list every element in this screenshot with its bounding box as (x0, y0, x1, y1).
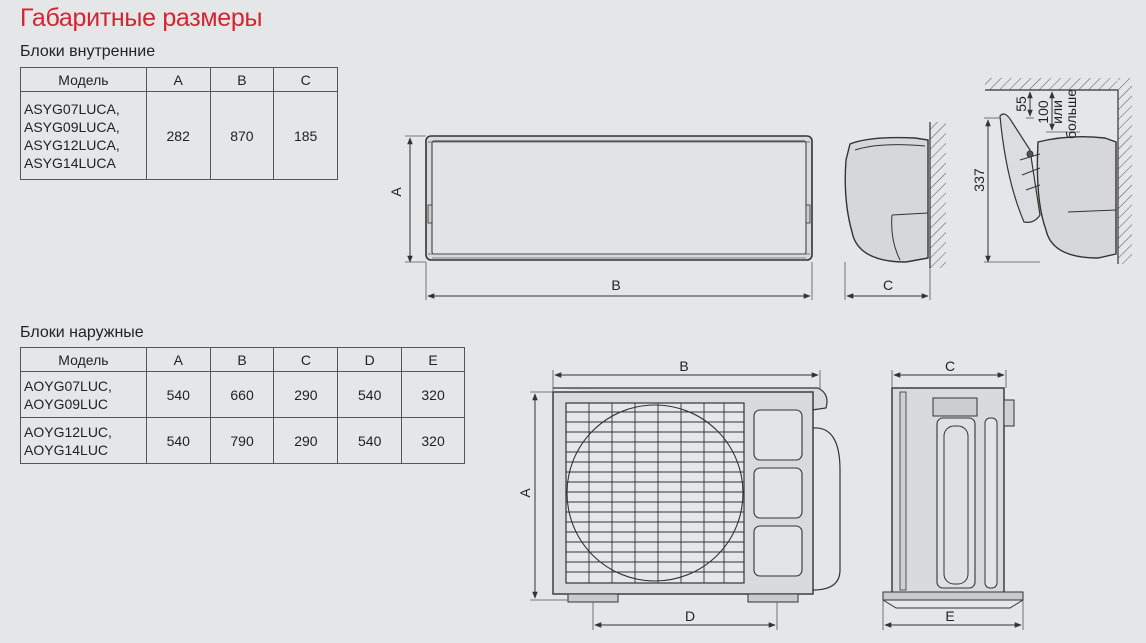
indoor-side-c-label: C (883, 277, 893, 293)
indoor-units-heading: Блоки внутренние (20, 43, 156, 60)
dimension-d-cell: 540 (337, 371, 403, 418)
outdoor-unit-front-drawing (552, 387, 841, 603)
column-header-e: E (401, 347, 465, 372)
dimension-a-cell: 540 (145, 417, 211, 464)
dimension-c-cell: 290 (273, 371, 339, 418)
model-name: ASYG14LUCA (24, 154, 116, 171)
indoor-front-a-label: A (388, 187, 404, 197)
indoor-dimensions-table: Модель A B C ASYG07LUCA, ASYG09LUCA, ASY… (20, 67, 338, 180)
dimension-b-cell: 790 (209, 417, 275, 464)
model-name: ASYG09LUCA, (24, 118, 120, 135)
dimension-line-a-outdoor: A (517, 391, 568, 601)
dimension-b-cell: 660 (209, 371, 275, 418)
indoor-unit-front-drawing (425, 135, 813, 261)
model-name: ASYG12LUCA, (24, 136, 120, 153)
model-cell: AOYG12LUC, AOYG14LUC (20, 417, 147, 464)
outdoor-front-a-label: A (517, 488, 533, 498)
install-height-label: 337 (971, 168, 987, 192)
model-cell: ASYG07LUCA, ASYG09LUCA, ASYG12LUCA, ASYG… (20, 91, 147, 180)
model-name: ASYG07LUCA, (24, 100, 120, 117)
table-header-row: Модель A B C (20, 67, 338, 92)
outdoor-units-heading: Блоки наружные (20, 324, 144, 341)
table-row: AOYG12LUC, AOYG14LUC 540 790 290 540 320 (20, 417, 465, 464)
outdoor-unit-side-drawing (882, 387, 1024, 609)
model-cell: AOYG07LUC, AOYG09LUC (20, 371, 147, 418)
outdoor-front-d-label: D (685, 608, 695, 624)
dimension-line-b: B (425, 262, 813, 300)
dimension-line-b-outdoor: B (552, 358, 821, 392)
installation-clearance-drawing (985, 78, 1132, 264)
dimension-line-clearance: 55 100 или больше (1013, 89, 1080, 139)
dimension-line-a: A (388, 135, 426, 263)
outdoor-side-c-label: C (945, 358, 955, 374)
model-name: AOYG14LUC (24, 441, 109, 458)
dimension-a-cell: 282 (145, 91, 211, 180)
clearance-more-label: больше (1063, 89, 1079, 139)
clearance-or-label: или (1049, 100, 1065, 124)
dimension-line-e: E (882, 600, 1024, 630)
column-header-a: A (145, 347, 211, 372)
dimension-b-cell: 870 (209, 91, 275, 180)
column-header-c: C (273, 67, 338, 92)
dimension-e-cell: 320 (401, 417, 465, 464)
outdoor-front-b-label: B (679, 358, 688, 374)
dimension-c-cell: 290 (273, 417, 339, 464)
table-header-row: Модель A B C D E (20, 347, 465, 372)
model-name: AOYG12LUC, (24, 423, 112, 440)
column-header-c: C (273, 347, 339, 372)
clearance-100-label: 100 (1035, 100, 1051, 124)
page-title: Габаритные размеры (20, 4, 263, 32)
outdoor-side-e-label: E (945, 608, 954, 624)
table-row: AOYG07LUC, AOYG09LUC 540 660 290 540 320 (20, 371, 465, 418)
dimension-line-337: 337 (971, 117, 1040, 263)
model-name: AOYG09LUC (24, 395, 109, 412)
clearance-55-label: 55 (1013, 96, 1029, 112)
dimension-line-c-outdoor: C (891, 358, 1007, 388)
indoor-unit-side-drawing (844, 122, 946, 268)
dimension-c-cell: 185 (273, 91, 338, 180)
dimension-line-c-indoor: C (844, 262, 931, 300)
dimension-a-cell: 540 (145, 371, 211, 418)
column-header-d: D (337, 347, 403, 372)
indoor-front-b-label: B (611, 277, 620, 293)
model-name: AOYG07LUC, (24, 377, 112, 394)
table-row: ASYG07LUCA, ASYG09LUCA, ASYG12LUCA, ASYG… (20, 91, 338, 180)
outdoor-dimensions-table: Модель A B C D E AOYG07LUC, AOYG09LUC 54… (20, 347, 465, 464)
dimension-line-d: D (592, 602, 778, 630)
